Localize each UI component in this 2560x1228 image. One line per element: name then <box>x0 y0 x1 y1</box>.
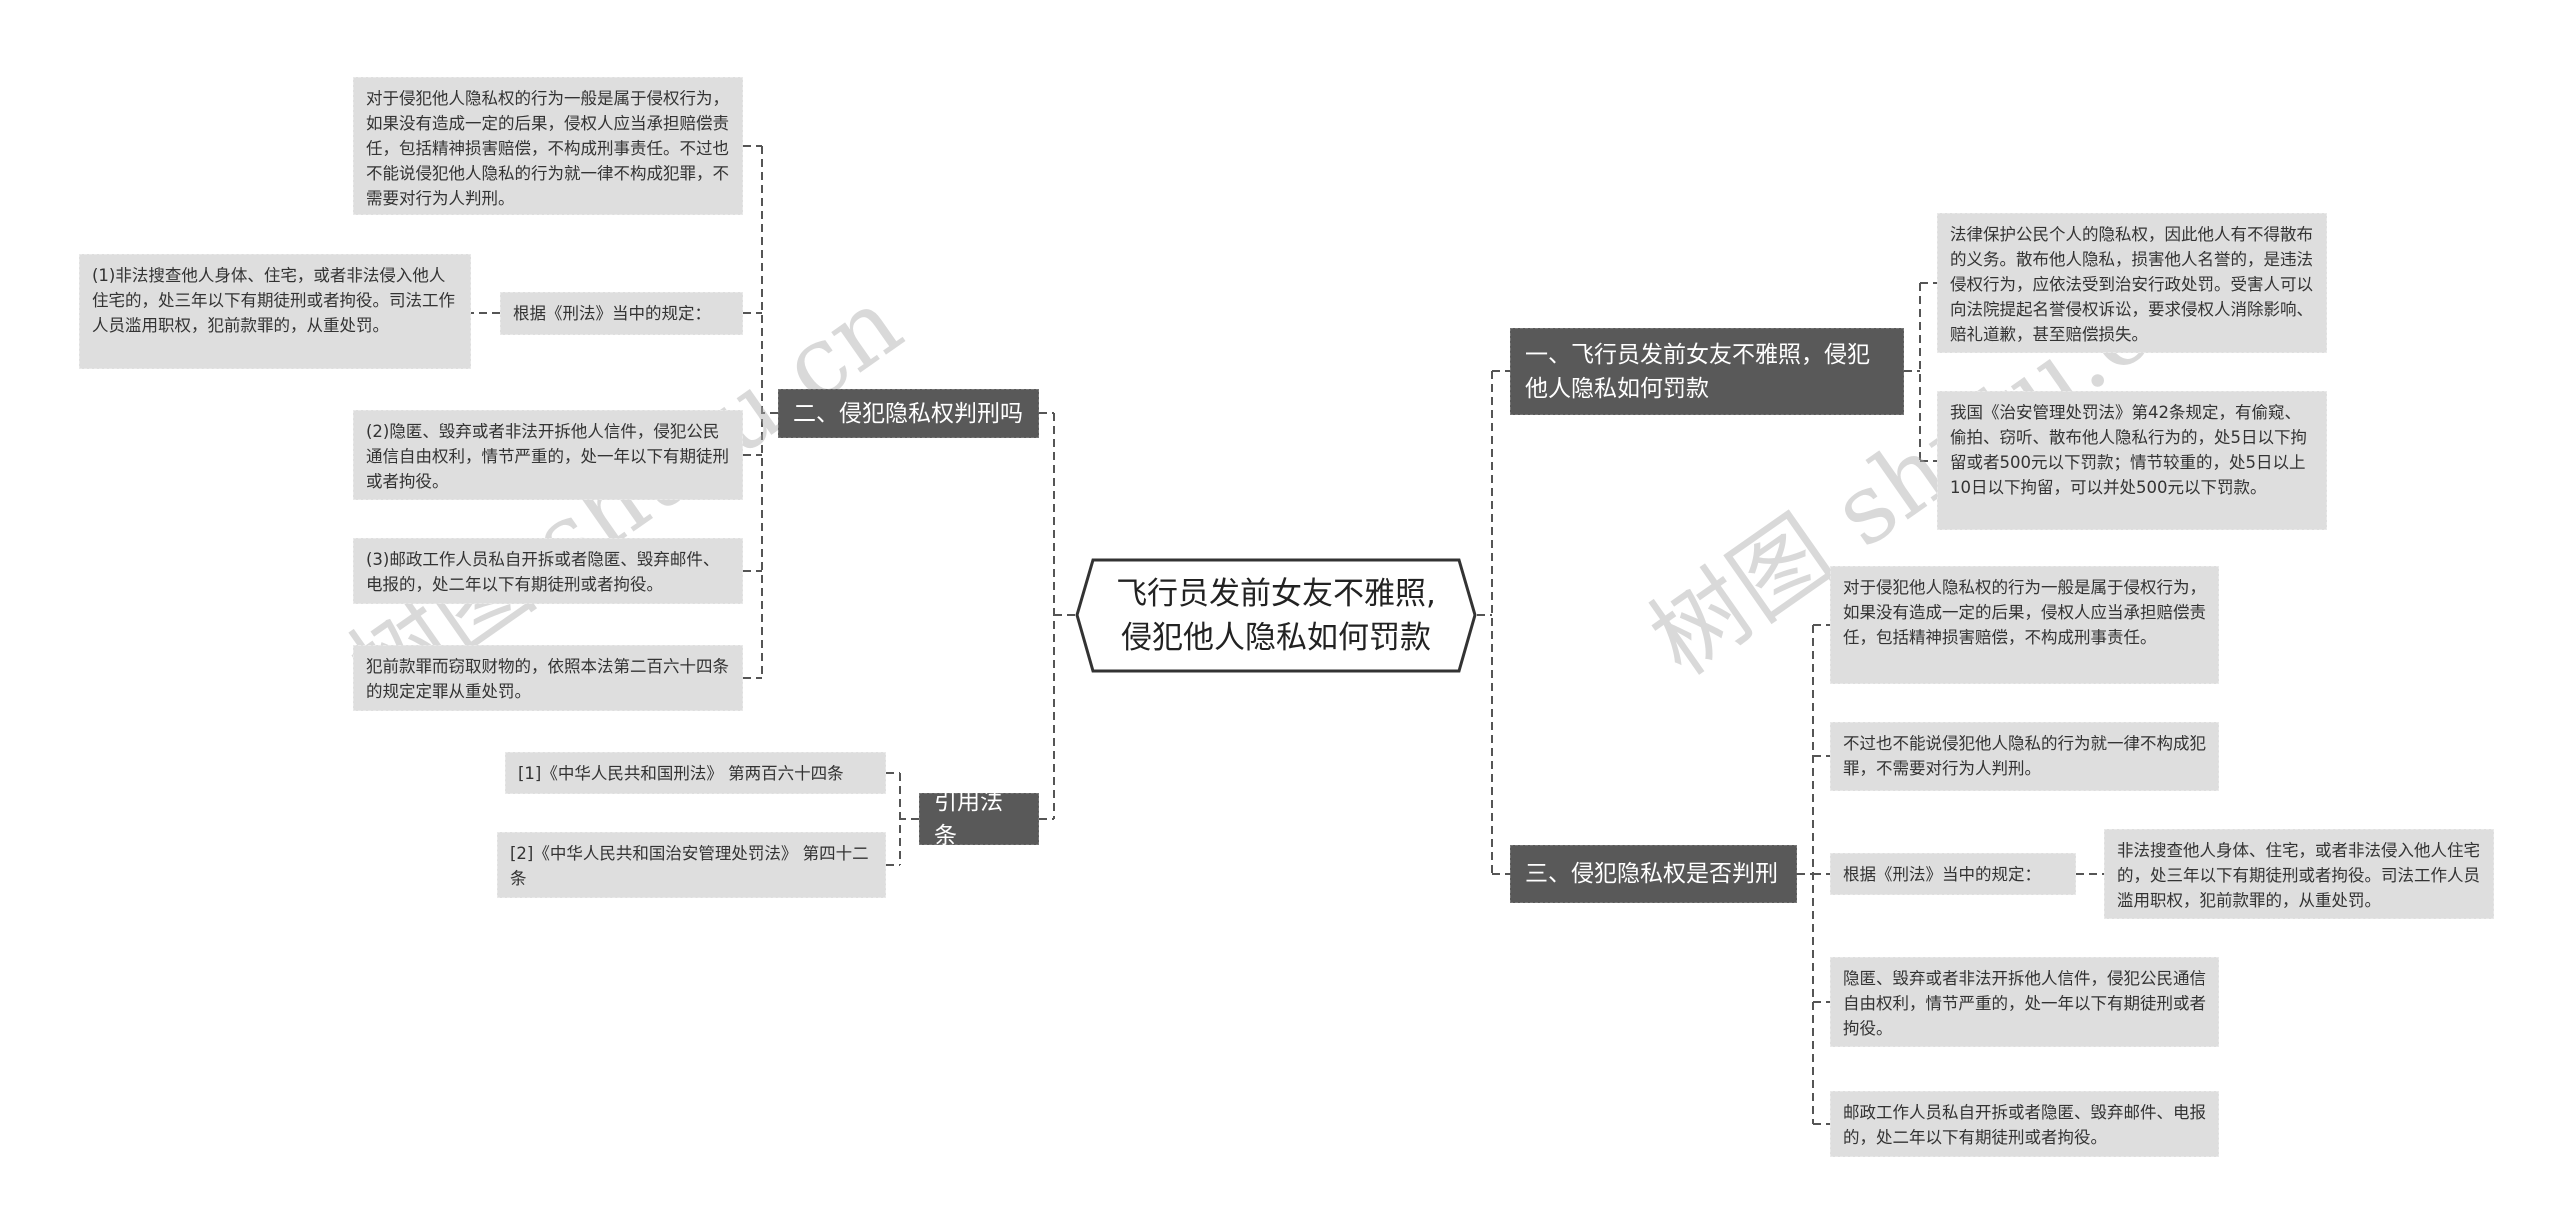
leaf-node[interactable]: 根据《刑法》当中的规定： <box>1830 853 2076 895</box>
leaf-node-grandchild[interactable]: (1)非法搜查他人身体、住宅，或者非法侵入他人住宅的，处三年以下有期徒刑或者拘役… <box>79 254 471 369</box>
root-hexagon-shape <box>1075 558 1477 673</box>
leaf-node[interactable]: [2]《中华人民共和国治安管理处罚法》 第四十二条 <box>497 832 886 898</box>
branch-label: 三、侵犯隐私权是否判刑 <box>1525 861 1778 887</box>
branch-node-1[interactable]: 一、飞行员发前女友不雅照，侵犯他人隐私如何罚款 <box>1510 328 1904 415</box>
leaf-node[interactable]: 根据《刑法》当中的规定： <box>500 292 743 335</box>
leaf-node[interactable]: 不过也不能说侵犯他人隐私的行为就一律不构成犯罪，不需要对行为人判刑。 <box>1830 722 2219 791</box>
leaf-node-grandchild[interactable]: 非法搜查他人身体、住宅，或者非法侵入他人住宅的，处三年以下有期徒刑或者拘役。司法… <box>2104 829 2494 919</box>
leaf-node[interactable]: 对于侵犯他人隐私权的行为一般是属于侵权行为，如果没有造成一定的后果，侵权人应当承… <box>1830 566 2219 684</box>
branch-label: 引用法条 <box>934 789 1003 849</box>
leaf-node[interactable]: 邮政工作人员私自开拆或者隐匿、毁弃邮件、电报的，处二年以下有期徒刑或者拘役。 <box>1830 1091 2219 1157</box>
leaf-node[interactable]: (2)隐匿、毁弃或者非法开拆他人信件，侵犯公民通信自由权利，情节严重的，处一年以… <box>353 410 743 500</box>
root-node[interactable]: 飞行员发前女友不雅照,侵犯他人隐私如何罚款 <box>1075 558 1477 673</box>
branch-node-2[interactable]: 二、侵犯隐私权判刑吗 <box>778 389 1039 438</box>
leaf-node[interactable]: 我国《治安管理处罚法》第42条规定，有偷窥、偷拍、窃听、散布他人隐私行为的，处5… <box>1937 391 2327 530</box>
leaf-node[interactable]: 对于侵犯他人隐私权的行为一般是属于侵权行为，如果没有造成一定的后果，侵权人应当承… <box>353 77 743 215</box>
branch-label: 一、飞行员发前女友不雅照，侵犯他人隐私如何罚款 <box>1525 341 1870 402</box>
root-title: 飞行员发前女友不雅照,侵犯他人隐私如何罚款 <box>1116 575 1436 656</box>
leaf-node[interactable]: 犯前款罪而窃取财物的，依照本法第二百六十四条的规定定罪从重处罚。 <box>353 645 743 711</box>
branch-node-3[interactable]: 三、侵犯隐私权是否判刑 <box>1510 845 1797 903</box>
branch-label: 二、侵犯隐私权判刑吗 <box>793 400 1023 427</box>
leaf-node[interactable]: (3)邮政工作人员私自开拆或者隐匿、毁弃邮件、电报的，处二年以下有期徒刑或者拘役… <box>353 538 743 604</box>
leaf-node[interactable]: [1]《中华人民共和国刑法》 第两百六十四条 <box>505 752 886 794</box>
branch-node-4[interactable]: 引用法条 <box>919 789 1039 849</box>
leaf-node[interactable]: 隐匿、毁弃或者非法开拆他人信件，侵犯公民通信自由权利，情节严重的，处一年以下有期… <box>1830 957 2219 1047</box>
leaf-node[interactable]: 法律保护公民个人的隐私权，因此他人有不得散布的义务。散布他人隐私，损害他人名誉的… <box>1937 213 2327 353</box>
